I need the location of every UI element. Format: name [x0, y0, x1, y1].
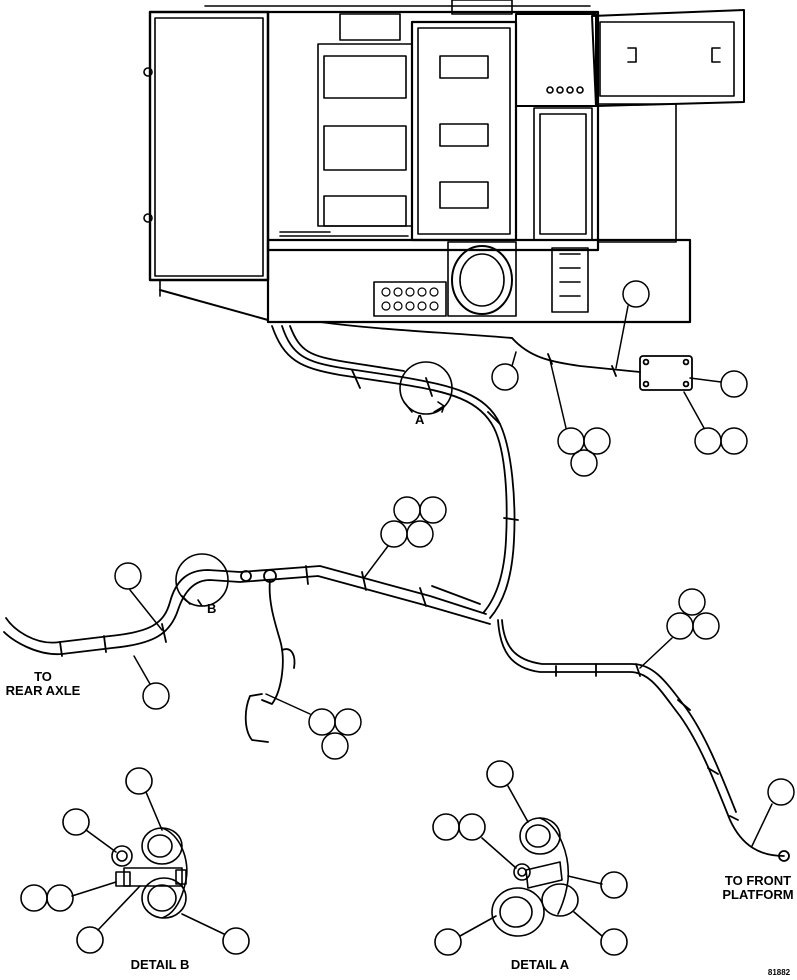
figure-code: 81882 — [767, 968, 791, 977]
marker-b: B — [207, 601, 216, 616]
main-harness — [3, 321, 790, 862]
marker-a: A — [415, 412, 425, 427]
to-front-platform-label: TO FRONT PLATFORM — [722, 873, 794, 902]
detail-a-callout-circle — [399, 361, 453, 415]
to-rear-axle-label: TO REAR AXLE — [5, 669, 81, 698]
detail-a-drawing — [432, 760, 628, 956]
detail-b-drawing — [20, 767, 250, 955]
vent-grilles — [317, 43, 413, 227]
machine-body — [143, 0, 745, 324]
callout-balloons — [114, 280, 795, 847]
detail-a-title: DETAIL A — [510, 957, 570, 972]
detail-b-title: DETAIL B — [130, 957, 190, 972]
